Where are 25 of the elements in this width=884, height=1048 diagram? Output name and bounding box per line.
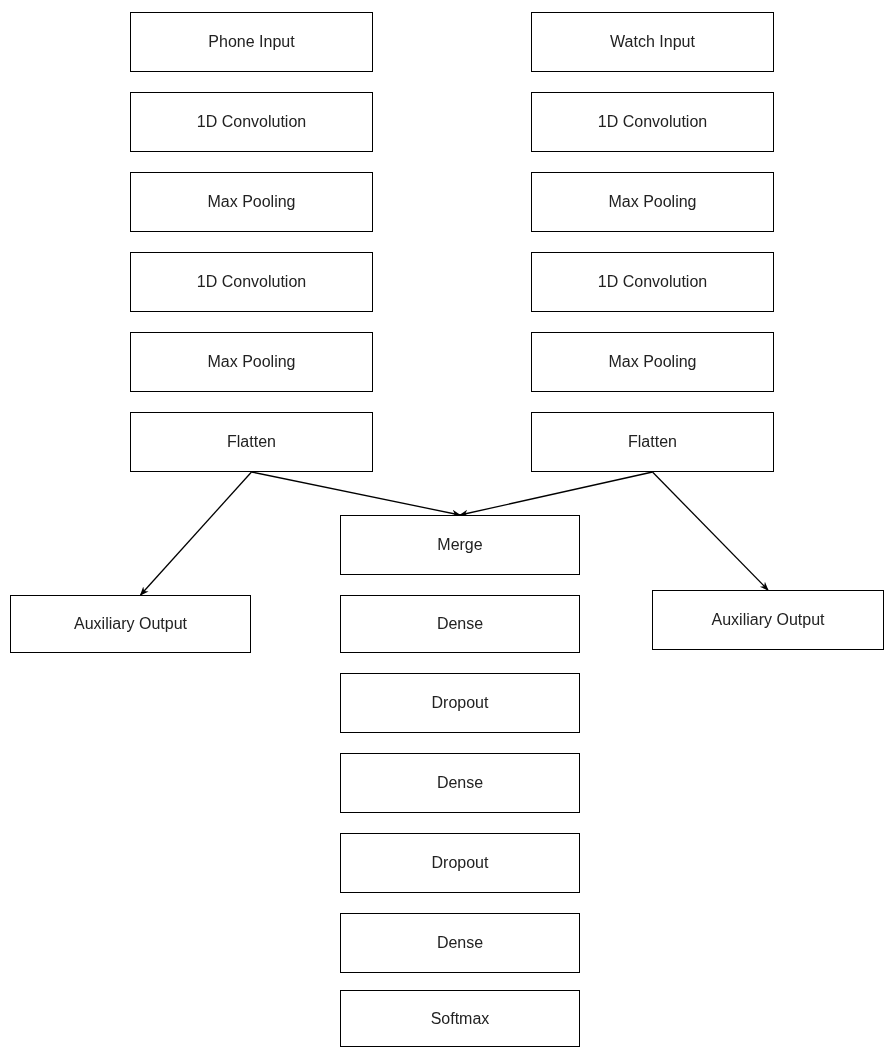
layer-box: 1D Convolution [130, 92, 373, 152]
arrow [250, 471, 461, 517]
layer-box: Auxiliary Output [652, 590, 884, 650]
layer-box: Dense [340, 595, 580, 653]
layer-box: Flatten [531, 412, 774, 472]
layer-box: Merge [340, 515, 580, 575]
layer-box: Phone Input [130, 12, 373, 72]
layer-box: Softmax [340, 990, 580, 1047]
layer-box: 1D Convolution [531, 92, 774, 152]
layer-box: Watch Input [531, 12, 774, 72]
layer-box: Max Pooling [130, 172, 373, 232]
layer-box: Max Pooling [531, 172, 774, 232]
layer-box: Max Pooling [130, 332, 373, 392]
arrow [651, 471, 769, 591]
layer-box: 1D Convolution [531, 252, 774, 312]
arrow [139, 471, 253, 596]
layer-box: Dense [340, 753, 580, 813]
layer-box: Max Pooling [531, 332, 774, 392]
layer-box: Auxiliary Output [10, 595, 251, 653]
layer-box: Dropout [340, 673, 580, 733]
layer-box: 1D Convolution [130, 252, 373, 312]
layer-box: Dropout [340, 833, 580, 893]
arrow [459, 471, 654, 517]
layer-box: Dense [340, 913, 580, 973]
layer-box: Flatten [130, 412, 373, 472]
